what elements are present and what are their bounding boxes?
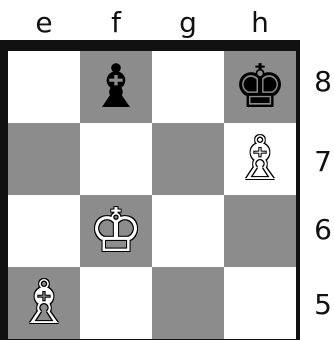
square-g8[interactable] bbox=[152, 51, 224, 123]
rank-label-8: 8 bbox=[312, 65, 334, 99]
square-f6[interactable]: ♔ bbox=[80, 195, 152, 267]
square-e5[interactable]: ♗ bbox=[8, 267, 80, 339]
square-h8[interactable]: ♚ bbox=[224, 51, 296, 123]
square-f8[interactable]: ♝ bbox=[80, 51, 152, 123]
square-h6[interactable] bbox=[224, 195, 296, 267]
file-label-g: g bbox=[152, 6, 224, 40]
black-bishop-icon[interactable]: ♝ bbox=[80, 51, 152, 123]
square-h7[interactable]: ♗ bbox=[224, 123, 296, 195]
white-bishop-icon[interactable]: ♗ bbox=[224, 123, 296, 195]
file-label-h: h bbox=[224, 6, 296, 40]
black-king-icon[interactable]: ♚ bbox=[224, 51, 296, 123]
chess-board: ♝ ♚ ♗ ♔ ♗ bbox=[0, 40, 300, 340]
rank-label-7: 7 bbox=[312, 145, 334, 179]
square-g6[interactable] bbox=[152, 195, 224, 267]
white-bishop-icon[interactable]: ♗ bbox=[8, 267, 80, 339]
file-label-f: f bbox=[80, 6, 152, 40]
file-label-e: e bbox=[8, 6, 80, 40]
square-f7[interactable] bbox=[80, 123, 152, 195]
rank-label-6: 6 bbox=[312, 213, 334, 247]
square-g7[interactable] bbox=[152, 123, 224, 195]
white-king-icon[interactable]: ♔ bbox=[80, 195, 152, 267]
square-h5[interactable] bbox=[224, 267, 296, 339]
rank-label-5: 5 bbox=[312, 288, 334, 322]
square-e6[interactable] bbox=[8, 195, 80, 267]
square-f5[interactable] bbox=[80, 267, 152, 339]
square-e7[interactable] bbox=[8, 123, 80, 195]
square-e8[interactable] bbox=[8, 51, 80, 123]
square-g5[interactable] bbox=[152, 267, 224, 339]
